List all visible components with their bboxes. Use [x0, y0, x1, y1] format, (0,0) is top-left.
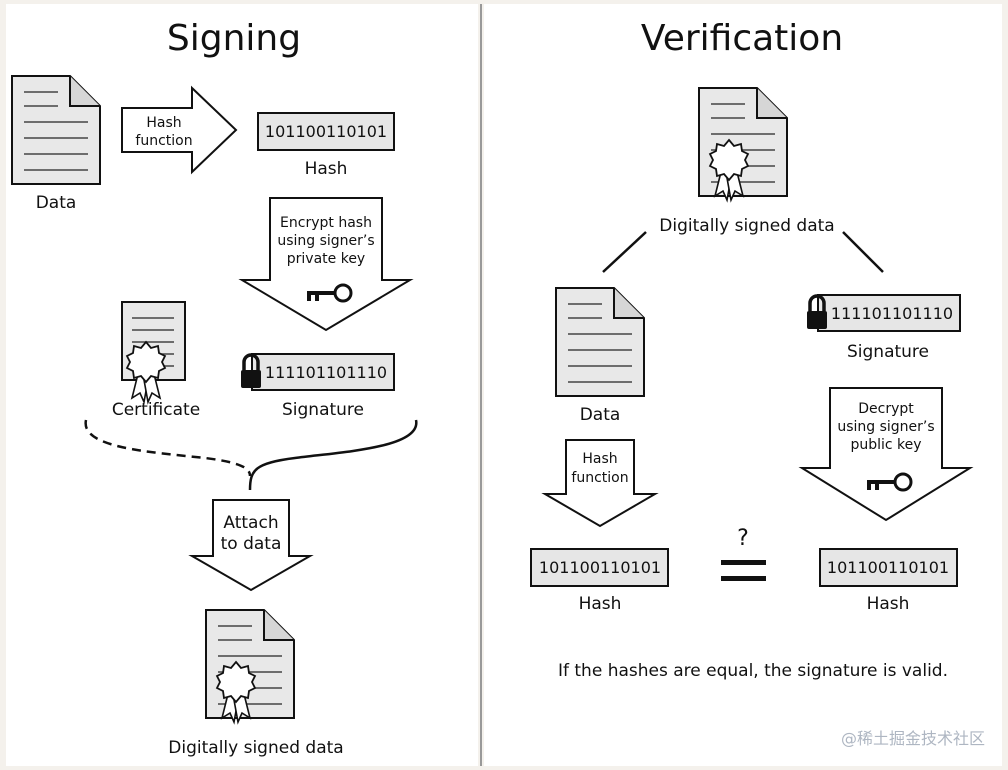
decrypt-line-3: public key	[850, 437, 921, 453]
computed-hash-box	[530, 548, 669, 587]
decrypted-hash-label: Hash	[867, 594, 910, 614]
signed-data-label: Digitally signed data	[168, 738, 343, 758]
decrypted-hash-box	[819, 548, 958, 587]
decrypt-line-2: using signer’s	[837, 419, 934, 435]
hash-value: 101100110101	[265, 122, 387, 141]
verification-signature-box	[817, 294, 961, 332]
hash-function-arrow	[121, 85, 238, 175]
certificate-icon	[121, 301, 186, 403]
signature-value: 111101101110	[265, 363, 387, 382]
hash-function-line-2: function	[135, 133, 192, 149]
verification-signature-label: Signature	[847, 342, 929, 362]
decrypt-arrow	[798, 387, 974, 522]
certificate-brace	[84, 419, 252, 477]
watermark: @稀土掘金技术社区	[841, 729, 985, 748]
verification-data-document-icon	[555, 287, 645, 397]
signing-title: Signing	[167, 18, 301, 59]
verification-hash-function-line-1: Hash	[582, 451, 617, 467]
split-line-right	[842, 231, 884, 273]
attach-arrow	[188, 499, 314, 592]
encrypt-arrow	[238, 197, 414, 332]
signature-brace	[248, 419, 418, 491]
decrypted-hash-value: 101100110101	[827, 558, 949, 577]
equals-bar-bottom	[721, 576, 766, 581]
question-mark: ?	[737, 526, 749, 551]
data-document-icon	[11, 75, 101, 185]
verification-signed-data-label: Digitally signed data	[659, 216, 834, 236]
verification-title: Verification	[641, 18, 843, 59]
data-label: Data	[36, 193, 77, 213]
computed-hash-label: Hash	[579, 594, 622, 614]
equals-bar-top	[721, 560, 766, 565]
verification-signed-document-icon	[699, 88, 787, 200]
encrypt-line-3: private key	[287, 251, 365, 267]
decrypt-line-1: Decrypt	[858, 401, 914, 417]
attach-line-1: Attach	[223, 513, 278, 533]
certificate-label: Certificate	[112, 400, 200, 420]
hash-label: Hash	[305, 159, 348, 179]
verification-data-label: Data	[580, 405, 621, 425]
encrypt-line-2: using signer’s	[277, 233, 374, 249]
signature-box	[251, 353, 395, 391]
computed-hash-value: 101100110101	[539, 558, 661, 577]
verification-hash-arrow	[541, 439, 659, 528]
signed-document-icon	[206, 610, 294, 722]
verification-hash-function-line-2: function	[571, 470, 628, 486]
conclusion-text: If the hashes are equal, the signature i…	[558, 661, 948, 681]
split-line-left	[602, 231, 647, 273]
signature-label: Signature	[282, 400, 364, 420]
verification-signature-value: 111101101110	[831, 304, 953, 323]
encrypt-line-1: Encrypt hash	[280, 215, 372, 231]
hash-box	[257, 112, 395, 151]
attach-line-2: to data	[221, 534, 282, 554]
hash-function-line-1: Hash	[146, 115, 181, 131]
